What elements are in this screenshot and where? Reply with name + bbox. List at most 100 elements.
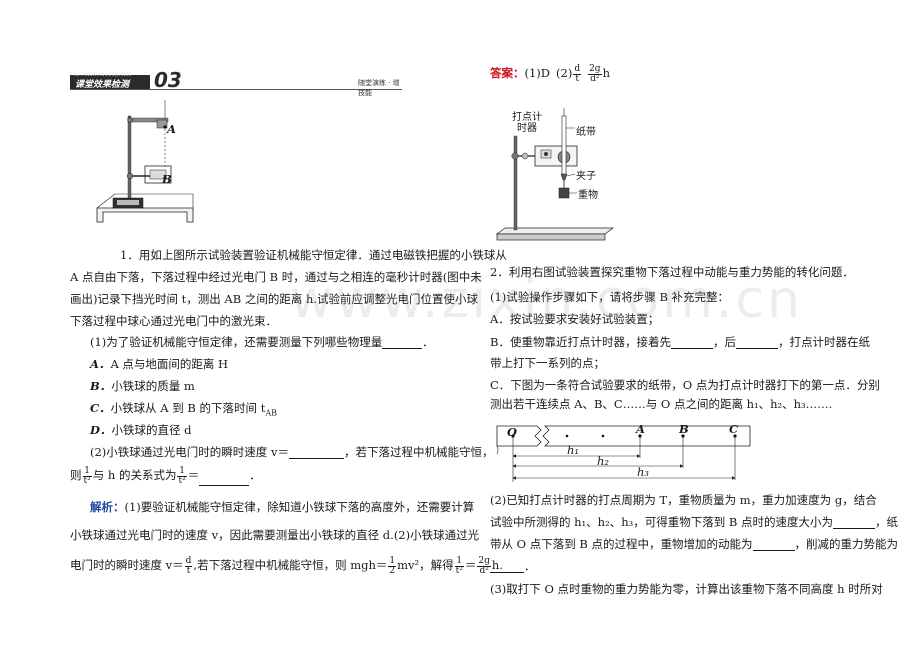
solution-text-3b: ,若下落过程中机械能守恒，则 mgh＝ xyxy=(193,558,388,572)
header-bar-bg xyxy=(70,72,402,92)
q1-option-c-letter: C． xyxy=(90,401,111,415)
q1-line-1: 1．用如上图所示试验装置验证机械能守恒定律．通过电磁铁把握的小铁球从 xyxy=(120,248,507,262)
q2-step-b-b: ，后 xyxy=(712,335,736,349)
q2-sub2-text-2b: ，纸 xyxy=(874,515,898,529)
solution-text-3e: h. xyxy=(491,558,503,572)
fig2-timer-label: 打点计 时器 xyxy=(512,112,542,134)
figure-paper-tape xyxy=(496,425,751,482)
solution-text-1: (1)要验证机械能守恒定律，除知道小铁球下落的高度外，还需要计算 xyxy=(124,500,475,514)
q2-sub2-line4: ． xyxy=(490,559,536,573)
q2-step-b-blank-2 xyxy=(735,337,778,349)
q2-intro: 2．利用右图试验装置探究重物下落过程中动能与重力势能的转化问题． xyxy=(490,265,854,279)
solution-line-2: 小铁球通过光电门时的速度 v，因此需要测量出小铁球的直径 d.(2)小铁球通过光 xyxy=(70,528,480,542)
q1-sub1-blank xyxy=(382,337,423,349)
q2-sub2-line2: 试验中所测得的 h₁、h₂、h₃，可得重物下落到 B 点时的速度大小为 ，纸 xyxy=(490,515,898,529)
q2-sub2-text-3b: ，削减的重力势能为 xyxy=(794,537,899,551)
q1-line-3: 画出)记录下挡光时间 t，测出 AB 之间的距离 h.试验前应调整光电门位置使小… xyxy=(70,292,479,306)
solution-text-3a: 电门时的瞬时速度 v＝ xyxy=(70,558,184,572)
q1-sub2-c3: ＝ xyxy=(187,468,200,482)
q2-sub2-blank-ek xyxy=(752,539,795,551)
section-header: KETANGXIAOGUOJIANCE 课堂效果检测 03 随堂演练 · 增技能 xyxy=(70,68,402,97)
q2-sub2-blank-vel xyxy=(832,517,875,529)
fig2-tape-label: 纸带 xyxy=(576,127,596,138)
tape-dot xyxy=(601,434,605,438)
tape-label-b: B xyxy=(679,422,689,436)
figure-free-fall-apparatus xyxy=(96,100,194,223)
q2-step-a: A．按试验要求安装好试验装置； xyxy=(490,312,660,326)
watermark: www.zixin.com.cn xyxy=(290,270,803,330)
q2-sub3-line1: (3)取打下 O 点时重物的重力势能为零，计算出该重物下落不同高度 h 时所对 xyxy=(490,582,883,596)
q2-sub2-blank-ep xyxy=(490,561,524,573)
q2-sub2-text-2: 试验中所测得的 h₁、h₂、h₃，可得重物下落到 B 点时的速度大小为 xyxy=(490,515,833,529)
q1-sub2-blank-v xyxy=(288,447,344,459)
header-small-caption: KETANGXIAOGUOJIANCE xyxy=(74,72,132,77)
tape-label-o: O xyxy=(507,425,518,439)
q1-line-4: 下落过程中球心通过光电门中的激光束． xyxy=(70,314,277,328)
q1-option-b-text: 小铁球的质量 m xyxy=(111,379,195,393)
q2-sub2-line3: 带从 O 点下落到 B 点的过程中，重物增加的动能为 ，削减的重力势能为 xyxy=(490,537,898,551)
q1-option-a-letter: A． xyxy=(90,357,111,371)
q2-step-b-blank-1 xyxy=(670,337,713,349)
q1-option-a: A．A 点与地面间的距离 H xyxy=(90,357,228,371)
q1-sub2-c1: 则 xyxy=(70,468,82,482)
answer-label: 答案： xyxy=(490,66,525,80)
q1-option-c-sub: AB xyxy=(265,408,277,418)
tape-label-h1: h₁ xyxy=(567,443,580,457)
q1-option-d: D．小铁球的直径 d xyxy=(90,423,192,437)
fig2-weight-label: 重物 xyxy=(578,190,598,201)
q1-sub1-text: (1)为了验证机械能守恒定律，还需要测量下列哪些物理量 xyxy=(90,335,383,349)
section-title: 课堂效果检测 xyxy=(75,80,130,90)
q2-step-b-line1: B．使重物靠近打点计时器，接着先 ，后 ，打点计时器在纸 xyxy=(490,335,870,349)
fig1-label-a: A xyxy=(167,122,176,136)
q1-option-a-text: A 点与地面间的距离 H xyxy=(110,357,229,371)
header-underline xyxy=(70,89,402,90)
q2-step-c-line1: C．下图为一条符合试验要求的纸带，O 点为打点计时器打下的第一点．分别 xyxy=(490,378,880,392)
q1-option-d-letter: D． xyxy=(90,423,112,437)
q2-sub2-text-4: ． xyxy=(524,559,536,573)
q2-sub2-text-3: 带从 O 点下落到 B 点的过程中，重物增加的动能为 xyxy=(490,537,753,551)
q1-option-b-letter: B． xyxy=(90,379,112,393)
fig2-timer-label-2: 时器 xyxy=(517,123,537,134)
q1-sub2-a: (2)小铁球通过光电门时的瞬时速度 v＝ xyxy=(90,445,289,459)
q1-sub1: (1)为了验证机械能守恒定律，还需要测量下列哪些物理量． xyxy=(90,335,434,349)
q1-sub2-line1: (2)小铁球通过光电门时的瞬时速度 v＝ ，若下落过程中机械能守恒， xyxy=(90,445,493,459)
tape-label-a: A xyxy=(636,422,645,436)
tape-label-h2: h₂ xyxy=(597,454,610,468)
answer-part1: (1)D xyxy=(524,66,551,80)
header-title-block xyxy=(70,75,150,89)
fig1-label-b: B xyxy=(162,172,172,186)
q1-option-c: C．小铁球从 A 到 B 的下落时间 tAB xyxy=(90,401,277,420)
q1-option-b: B．小铁球的质量 m xyxy=(90,379,195,393)
answer-tail: h xyxy=(602,66,610,80)
solution-text-3d: ＝ xyxy=(464,558,477,572)
header-slogan: 随堂演练 · 增技能 xyxy=(358,79,400,97)
solution-label: 解析： xyxy=(90,500,125,514)
q1-sub2-b: ，若下落过程中机械能守恒， xyxy=(343,445,494,459)
figure-timer-apparatus xyxy=(495,108,615,241)
q1-sub2-blank-rel xyxy=(199,474,250,486)
q1-option-c-text: 小铁球从 A 到 B 的下落时间 t xyxy=(110,401,266,415)
tape-label-h3: h₃ xyxy=(637,465,650,479)
q2-step-b-c: ，打点计时器在纸 xyxy=(777,335,870,349)
answer-part2: (2) xyxy=(556,66,573,80)
section-number: 03 xyxy=(154,68,182,92)
q2-step-b-line2: 带上打下一系列的点； xyxy=(490,356,605,370)
q2-sub2-line1: (2)已知打点计时器的打点周期为 T，重物质量为 m，重力加速度为 g，结合 xyxy=(490,493,877,507)
fig2-timer-label-1: 打点计 xyxy=(512,112,542,123)
q2-step-c-line2: 测出若干连续点 A、B、C……与 O 点之间的距离 h₁、h₂、h₃……. xyxy=(490,397,833,411)
fig2-clip-label: 夹子 xyxy=(576,171,596,182)
q2-sub1: (1)试验操作步骤如下，请将步骤 B 补充完整： xyxy=(490,290,730,304)
solution-text-3c: mv²，解得 xyxy=(397,558,454,572)
q2-step-b-a: B．使重物靠近打点计时器，接着先 xyxy=(490,335,671,349)
tape-label-c: C xyxy=(729,422,739,436)
